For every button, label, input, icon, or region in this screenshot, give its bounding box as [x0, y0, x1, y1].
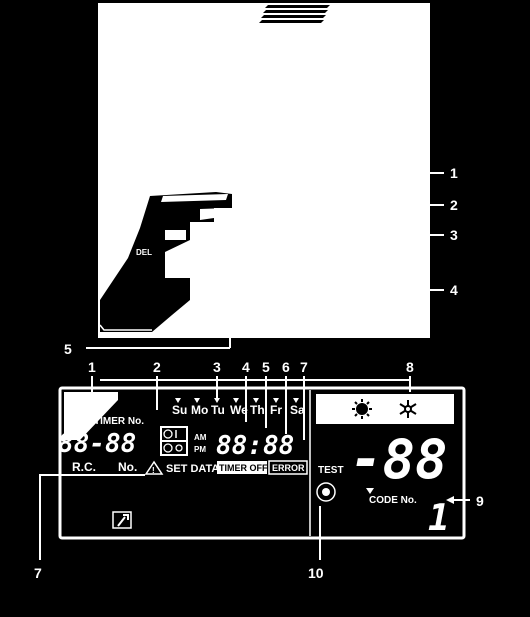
lcd-callout-6: 6 — [282, 359, 290, 375]
day-th: Th — [250, 403, 265, 417]
timer-off-icon — [162, 442, 186, 454]
lcd-callout-2: 2 — [153, 359, 161, 375]
remote-front — [99, 192, 232, 332]
code-no-label: CODE No. — [369, 495, 417, 506]
lcd-callout-5: 5 — [262, 359, 270, 375]
day-markers — [175, 398, 299, 403]
test-label: TEST — [318, 465, 344, 476]
lcd-left-fill — [64, 392, 118, 440]
day-labels: Su Mo Tu We Th Fr Sa — [172, 403, 305, 417]
day-sa: Sa — [290, 403, 305, 417]
timer-off-box — [217, 461, 267, 474]
lcd-frame — [58, 386, 466, 540]
error-label: ERROR — [272, 463, 305, 473]
heat-icon — [352, 399, 372, 419]
lcd-callout-4: 4 — [242, 359, 250, 375]
day-mo: Mo — [191, 403, 208, 417]
lcd-callout-10: 10 — [308, 565, 324, 581]
day-tu: Tu — [211, 403, 225, 417]
rc-label: R.C. — [72, 460, 96, 474]
warning-icon: ! — [144, 460, 164, 475]
callout-right-1: 1 — [450, 165, 458, 181]
callout-5: 5 — [64, 341, 72, 357]
top-stripes — [259, 5, 330, 23]
lcd-callout-1: 1 — [88, 359, 96, 375]
code-marker — [366, 488, 374, 494]
day-fr: Fr — [270, 403, 282, 417]
timer-on-icon — [162, 428, 186, 440]
lcd-callout-7-bottom: 7 — [34, 565, 42, 581]
am-label: AM — [194, 433, 207, 442]
lcd-top-callouts: 1 2 3 4 5 6 7 8 — [88, 359, 414, 375]
timer-off-label: TIMER OFF — [219, 463, 268, 473]
cool-icon — [399, 400, 417, 418]
lcd-callout-7: 7 — [300, 359, 308, 375]
error-box — [268, 460, 308, 475]
callout-right-4: 4 — [450, 282, 458, 298]
big-code-digits: -88 — [350, 428, 448, 491]
lcd-callout-9: 9 — [476, 493, 484, 509]
no-label: No. — [118, 460, 137, 474]
mode-band — [316, 394, 454, 424]
fan-icon — [316, 482, 336, 502]
left-digits: 88-88 — [58, 429, 136, 459]
day-we: We — [230, 403, 248, 417]
lcd-callout-8: 8 — [406, 359, 414, 375]
svg-text:!: ! — [152, 466, 155, 475]
wrench-icon — [112, 511, 132, 529]
day-su: Su — [172, 403, 187, 417]
callouts-right: 1 2 3 4 — [430, 165, 458, 298]
callout-right-3: 3 — [450, 227, 458, 243]
lcd-callout-3: 3 — [213, 359, 221, 375]
callout-right-2: 2 — [450, 197, 458, 213]
lcd-leaders — [91, 376, 411, 440]
pm-label: PM — [194, 445, 206, 454]
callout-7-bottom-leader — [39, 474, 145, 560]
timer-no-label: TIMER No. — [94, 416, 144, 427]
small-code-digit: 1 — [428, 498, 450, 539]
del-label: DEL — [136, 248, 152, 257]
set-data-label: SET DATA — [166, 463, 219, 475]
time-digits: 88:88 — [216, 431, 294, 461]
